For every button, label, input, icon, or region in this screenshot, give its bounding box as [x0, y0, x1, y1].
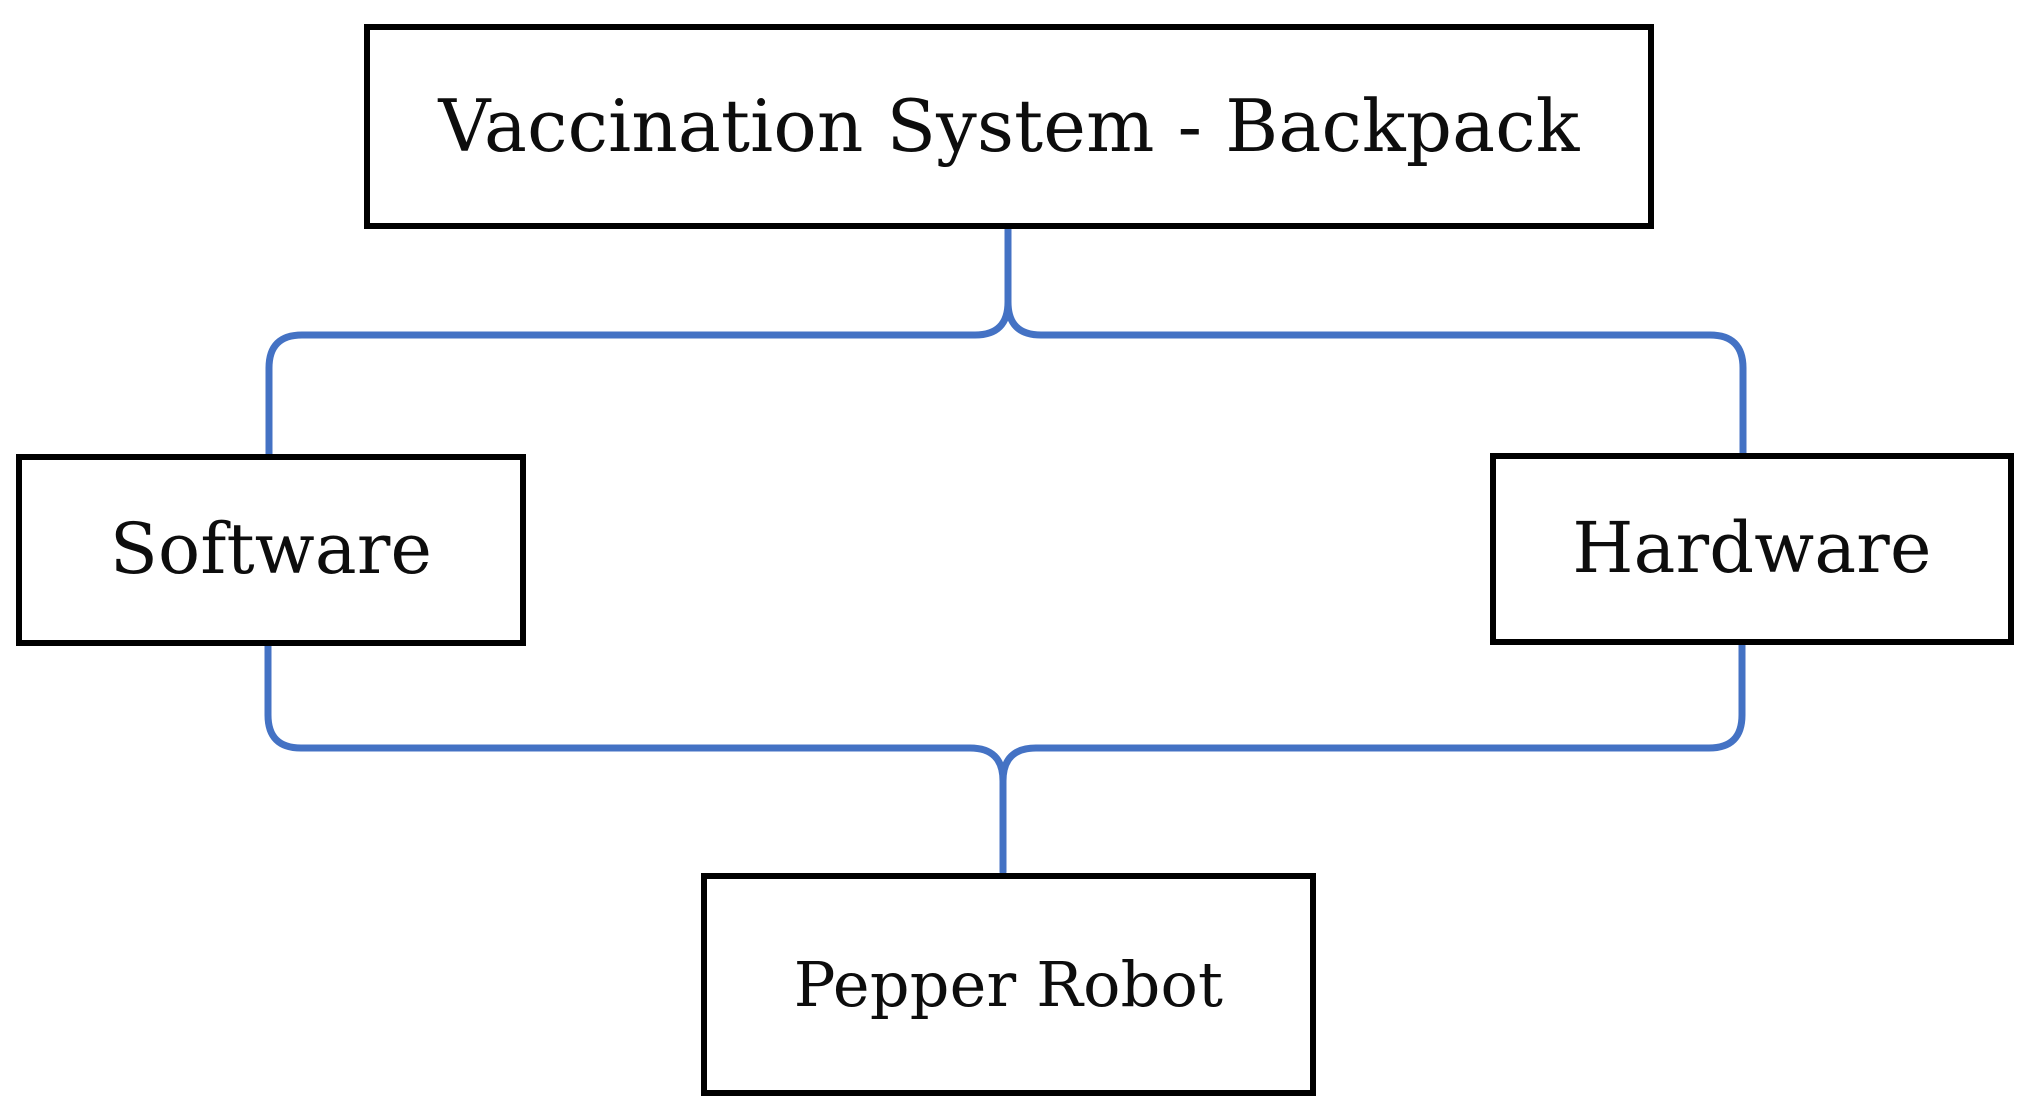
node-vaccination-system-backpack[interactable]: Vaccination System - Backpack	[364, 24, 1654, 229]
node-label-hardware: Hardware	[1572, 507, 1932, 590]
connector-brace-top	[265, 225, 1747, 458]
node-pepper-robot[interactable]: Pepper Robot	[701, 873, 1316, 1096]
node-label-pepper: Pepper Robot	[793, 947, 1224, 1021]
node-label-software: Software	[109, 508, 433, 591]
node-hardware[interactable]: Hardware	[1490, 453, 2014, 645]
node-label-root: Vaccination System - Backpack	[438, 83, 1580, 168]
node-software[interactable]: Software	[16, 454, 526, 646]
connector-brace-bottom	[264, 641, 1746, 876]
brace-bottom-path	[264, 641, 1746, 876]
brace-top-path	[265, 225, 1747, 458]
